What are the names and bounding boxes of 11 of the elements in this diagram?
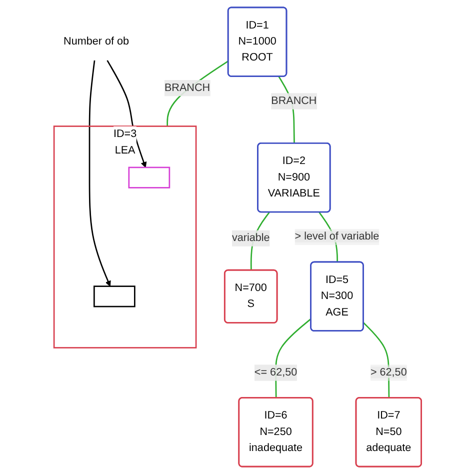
edge-label: <= 62,50	[254, 366, 297, 378]
arrow	[106, 60, 146, 168]
edge-label: > level of variable	[294, 230, 379, 242]
edge-label: > 62,50	[370, 366, 406, 378]
edge-label: variable	[232, 232, 270, 244]
node-bar	[128, 166, 170, 188]
arrow	[88, 60, 110, 287]
node-text: Number of ob	[63, 36, 129, 48]
node-bar	[93, 286, 135, 308]
edge-label: BRANCH	[270, 95, 316, 107]
edge-label: BRANCH	[164, 82, 210, 94]
